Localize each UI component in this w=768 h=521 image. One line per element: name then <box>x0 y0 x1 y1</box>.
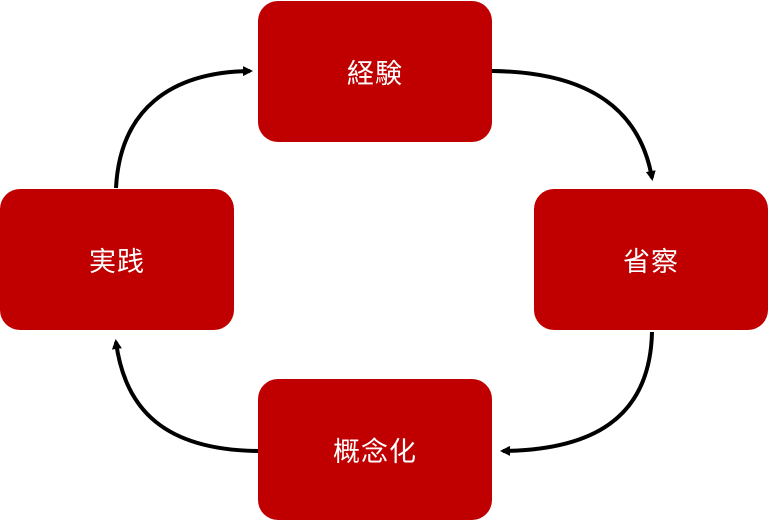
node-practice: 実践 <box>0 189 234 330</box>
node-conceptualization: 概念化 <box>258 379 492 520</box>
arrow-right-to-bottom <box>500 331 654 456</box>
node-label: 実践 <box>89 247 145 278</box>
node-experience: 経験 <box>258 1 492 142</box>
node-reflection: 省察 <box>534 189 768 330</box>
arrow-bottom-to-left <box>111 339 259 453</box>
node-label: 経験 <box>347 59 403 90</box>
arrow-top-to-right <box>491 69 656 181</box>
node-label: 省察 <box>623 247 679 278</box>
node-label: 概念化 <box>333 437 417 468</box>
arrow-left-to-top <box>114 66 253 189</box>
